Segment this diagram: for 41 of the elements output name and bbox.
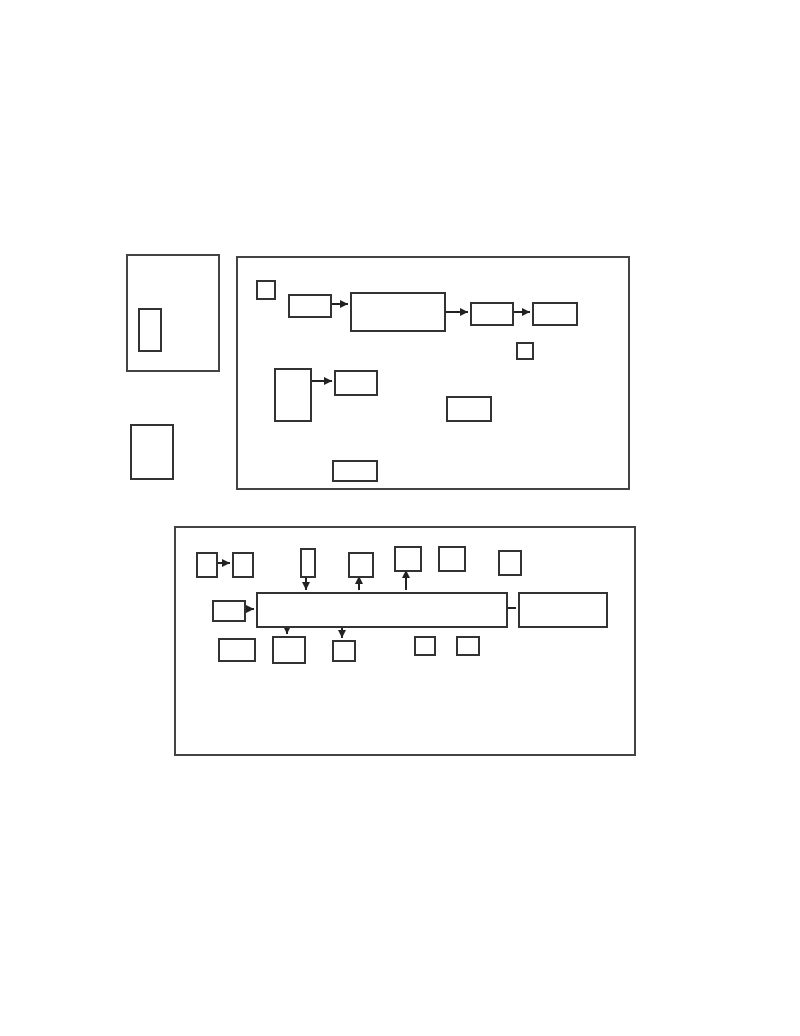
circuit-block <box>212 600 246 622</box>
circuit-block <box>350 292 446 332</box>
arrow <box>338 625 346 639</box>
arrow <box>443 308 469 316</box>
circuit-block <box>394 546 422 572</box>
circuit-block <box>300 548 316 578</box>
circuit-block <box>446 396 492 422</box>
circuit-block <box>288 294 332 318</box>
circuit-block <box>272 636 306 664</box>
circuit-block <box>274 368 312 422</box>
arrow <box>309 377 333 385</box>
circuit-block <box>438 546 466 572</box>
circuit-block <box>532 302 578 326</box>
module-frame <box>174 526 636 756</box>
circuit-block <box>516 342 534 360</box>
module-frame <box>236 256 630 490</box>
circuit-block <box>498 550 522 576</box>
circuit-block <box>232 552 254 578</box>
circuit-block <box>332 640 356 662</box>
arrow <box>215 559 231 567</box>
module-frame <box>126 254 220 372</box>
arrow <box>243 605 255 613</box>
circuit-block <box>218 638 256 662</box>
circuit-block <box>470 302 514 326</box>
arrow <box>329 300 349 308</box>
circuit-block <box>456 636 480 656</box>
arrow <box>511 308 531 316</box>
circuit-block <box>130 424 174 480</box>
circuit-block <box>414 636 436 656</box>
circuit-block <box>256 280 276 300</box>
circuit-block <box>138 308 162 352</box>
arrow <box>283 625 291 635</box>
circuit-block <box>518 592 608 628</box>
arrow <box>302 575 310 591</box>
circuit-block <box>196 552 218 578</box>
circuit-block <box>256 592 508 628</box>
circuit-block <box>348 552 374 578</box>
circuit-block <box>332 460 378 482</box>
circuit-block <box>334 370 378 396</box>
arrow <box>355 575 363 591</box>
arrow <box>402 569 410 591</box>
